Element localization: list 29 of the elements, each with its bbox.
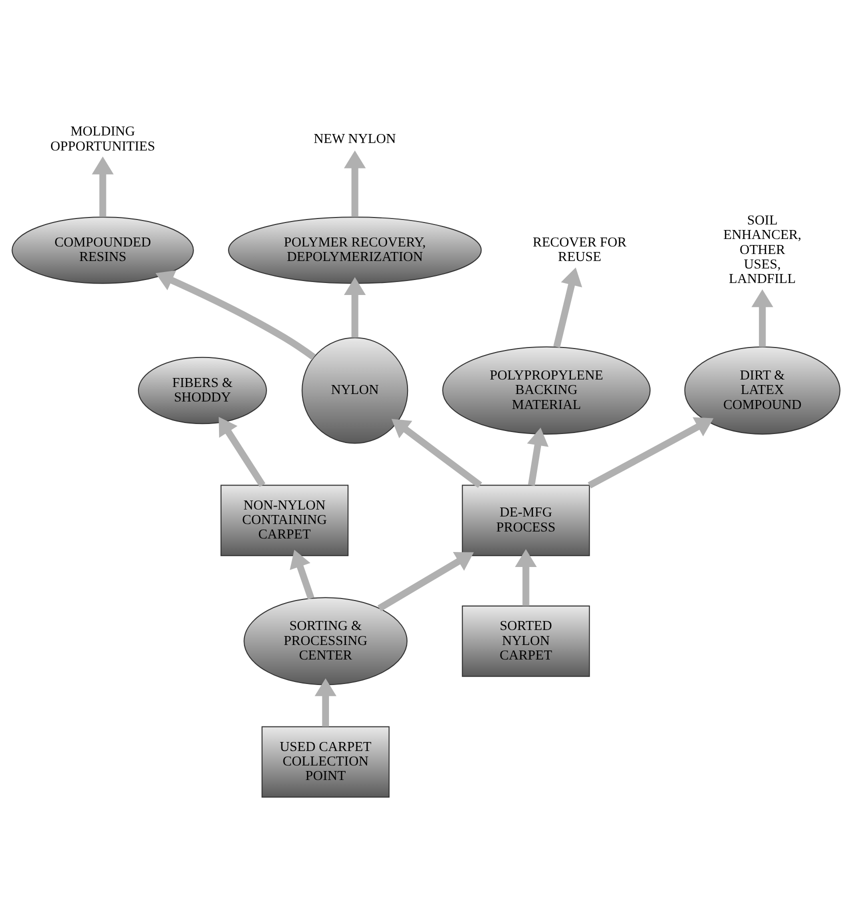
node-box: SORTED NYLON CARPET bbox=[462, 605, 590, 676]
arrow bbox=[527, 427, 549, 486]
node-text: RECOVER FOR REUSE bbox=[532, 234, 627, 264]
arrow bbox=[391, 418, 482, 488]
node-ellipse: COMPOUNDED RESINS bbox=[12, 216, 194, 284]
arrow bbox=[344, 150, 366, 216]
arrow bbox=[344, 276, 366, 338]
arrow bbox=[314, 678, 336, 726]
node-ellipse: DIRT & LATEX COMPOUND bbox=[684, 346, 840, 434]
node-box: USED CARPET COLLECTION POINT bbox=[262, 726, 390, 798]
arrow bbox=[218, 416, 266, 487]
node-text: MOLDING OPPORTUNITIES bbox=[50, 123, 156, 153]
node-ellipse: POLYPROPYLENE BACKING MATERIAL bbox=[442, 346, 651, 434]
arrow bbox=[515, 548, 537, 606]
node-text: NEW NYLON bbox=[314, 130, 396, 146]
arrow bbox=[156, 270, 316, 360]
arrow bbox=[290, 549, 314, 599]
node-ellipse: POLYMER RECOVERY, DEPOLYMERIZATION bbox=[228, 216, 482, 284]
node-box: DE-MFG PROCESS bbox=[462, 484, 590, 556]
node-ellipse: FIBERS & SHODDY bbox=[138, 356, 267, 424]
node-circle: NYLON bbox=[302, 336, 408, 444]
node-ellipse: SORTING & PROCESSING CENTER bbox=[244, 596, 408, 685]
node-text: SOIL ENHANCER, OTHER USES, LANDFILL bbox=[723, 212, 802, 286]
node-box: NON-NYLON CONTAINING CARPET bbox=[220, 484, 349, 556]
arrow bbox=[378, 552, 474, 611]
arrow bbox=[553, 266, 582, 348]
arrow bbox=[588, 416, 714, 488]
arrow bbox=[92, 156, 114, 216]
arrow bbox=[751, 288, 774, 346]
